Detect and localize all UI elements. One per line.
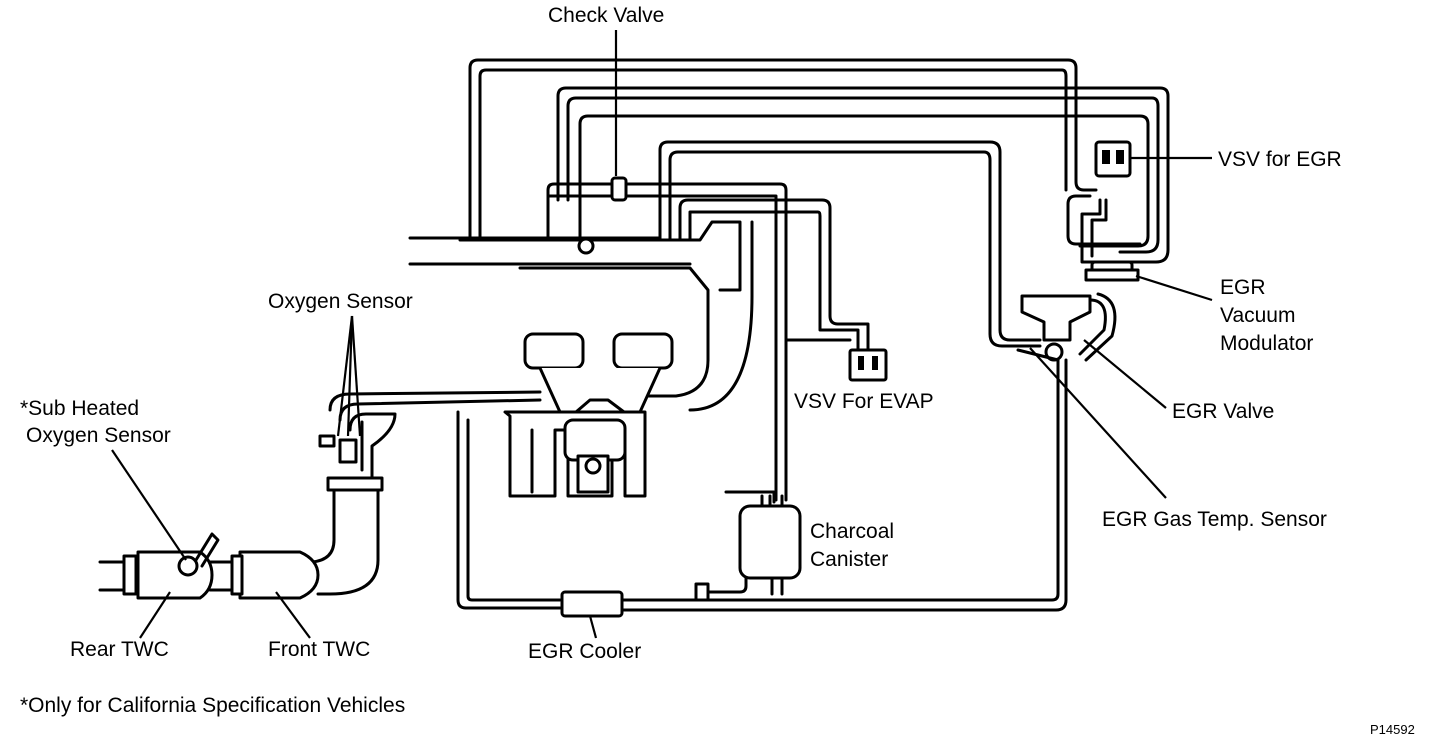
intake-port-fitting	[577, 237, 595, 255]
label-egr-gas-temp-sensor: EGR Gas Temp. Sensor	[1102, 508, 1327, 531]
footnote: *Only for California Specification Vehic…	[20, 694, 405, 717]
label-charcoal-canister-line2: Canister	[810, 548, 888, 571]
oxygen-sensor	[338, 438, 358, 464]
label-oxygen-sensor: Oxygen Sensor	[268, 290, 413, 313]
label-sub-heated-oxygen-sensor-line2: Oxygen Sensor	[26, 424, 171, 447]
label-sub-heated-oxygen-sensor-line1: *Sub Heated	[20, 397, 139, 420]
sub-heated-oxygen-sensor	[177, 555, 199, 577]
egr-cooler-loop	[456, 354, 1068, 618]
label-egr-vacuum-modulator-line1: EGR	[1220, 276, 1266, 299]
egr-valve	[1020, 294, 1092, 342]
check-valve	[610, 176, 628, 202]
figure-code: P14592	[1370, 722, 1415, 737]
egr-cooler	[560, 590, 624, 618]
air-chamber-right	[612, 332, 674, 370]
label-rear-twc: Rear TWC	[70, 638, 169, 661]
charcoal-canister	[738, 504, 802, 580]
air-chamber-left	[523, 332, 585, 370]
rear-twc	[136, 550, 214, 600]
evap-components	[694, 348, 888, 602]
label-egr-vacuum-modulator-line3: Modulator	[1220, 332, 1313, 355]
vsv-for-evap	[848, 348, 888, 382]
label-egr-vacuum-modulator-line2: Vacuum	[1220, 304, 1295, 327]
label-front-twc: Front TWC	[268, 638, 370, 661]
vacuum-hoses	[468, 58, 1170, 502]
egr-components	[1016, 140, 1140, 362]
exhaust	[98, 390, 542, 600]
leader-lines	[111, 30, 1213, 639]
front-twc	[238, 550, 320, 600]
label-egr-cooler: EGR Cooler	[528, 640, 641, 663]
label-check-valve: Check Valve	[548, 4, 664, 27]
label-charcoal-canister-line1: Charcoal	[810, 520, 894, 543]
vsv-for-egr	[1094, 140, 1132, 178]
label-egr-valve: EGR Valve	[1172, 400, 1274, 423]
label-vsv-for-evap: VSV For EVAP	[794, 390, 934, 413]
label-vsv-for-egr: VSV for EGR	[1218, 148, 1342, 171]
engine	[408, 220, 754, 498]
